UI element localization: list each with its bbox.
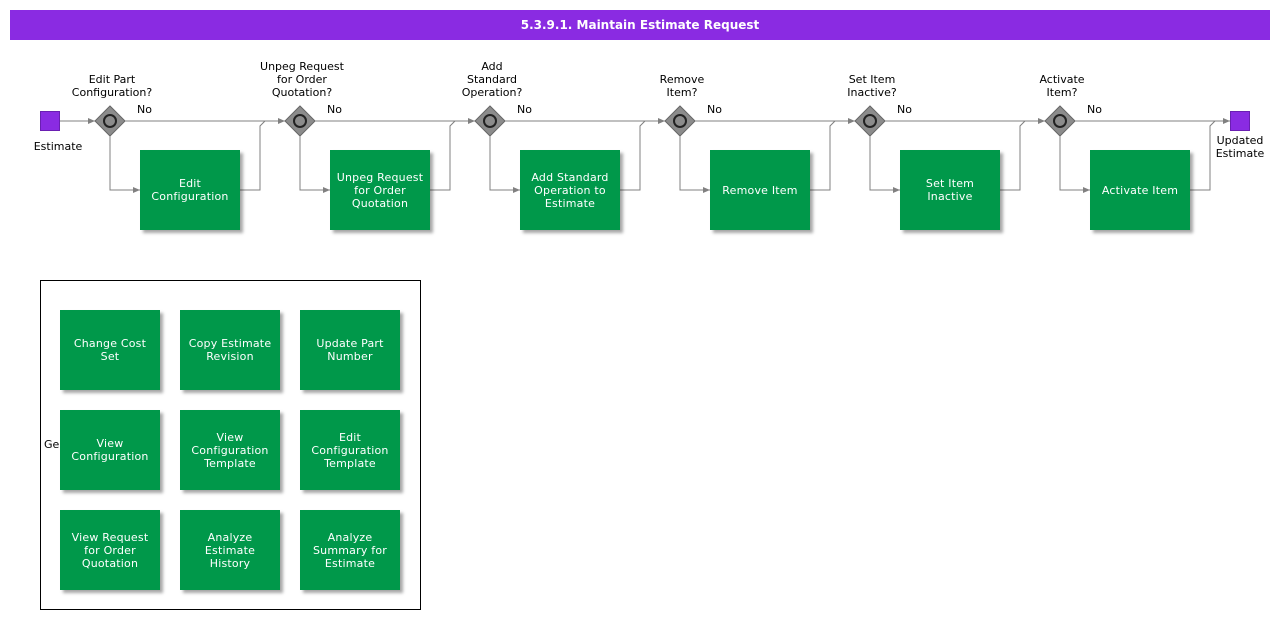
gateway-5 [854, 105, 886, 137]
end-event-label: Updated Estimate [1215, 134, 1265, 160]
general-task-9[interactable]: Analyze Summary for Estimate [300, 510, 400, 590]
gateway-question-3: Add Standard Operation? [461, 60, 523, 99]
start-event-label: Estimate [33, 140, 83, 153]
task-4[interactable]: Remove Item [710, 150, 810, 230]
gateway-circle [483, 114, 497, 128]
gateway-4 [664, 105, 696, 137]
general-task-2[interactable]: Copy Estimate Revision [180, 310, 280, 390]
gateway-circle [103, 114, 117, 128]
gateway-diamond [854, 105, 886, 137]
general-task-7[interactable]: View Request for Order Quotation [60, 510, 160, 590]
gateway-question-6: Activate Item? [1039, 73, 1085, 99]
task-3[interactable]: Add Standard Operation to Estimate [520, 150, 620, 230]
connector-return-1 [240, 120, 266, 191]
gateway-6 [1044, 105, 1076, 137]
gateway-circle [1053, 114, 1067, 128]
connector-yes-3 [489, 136, 520, 193]
task-1[interactable]: Edit Configuration [140, 150, 240, 230]
start-event [40, 111, 60, 131]
gateway-no-label-4: No [707, 103, 722, 116]
general-task-1[interactable]: Change Cost Set [60, 310, 160, 390]
general-task-6[interactable]: Edit Configuration Template [300, 410, 400, 490]
connector-yes-5 [869, 136, 900, 193]
connector-yes-6 [1059, 136, 1090, 193]
general-task-5[interactable]: View Configuration Template [180, 410, 280, 490]
gateway-question-1: Edit Part Configuration? [71, 73, 153, 99]
general-task-4[interactable]: View Configuration [60, 410, 160, 490]
connector-return-2 [430, 120, 456, 191]
general-task-3[interactable]: Update Part Number [300, 310, 400, 390]
gateway-no-label-5: No [897, 103, 912, 116]
gateway-question-2: Unpeg Request for Order Quotation? [260, 60, 344, 99]
gateway-2 [284, 105, 316, 137]
gateway-no-label-1: No [137, 103, 152, 116]
gateway-no-label-6: No [1087, 103, 1102, 116]
gateway-no-label-2: No [327, 103, 342, 116]
gateway-circle [293, 114, 307, 128]
connector-return-5 [1000, 120, 1026, 191]
connector-return-4 [810, 120, 836, 191]
gateway-diamond [1044, 105, 1076, 137]
gateway-circle [863, 114, 877, 128]
gateway-no-label-3: No [517, 103, 532, 116]
gateway-1 [94, 105, 126, 137]
connector-return-6 [1190, 120, 1216, 191]
diagram-title-bar: 5.3.9.1. Maintain Estimate Request [10, 10, 1270, 40]
gateway-diamond [284, 105, 316, 137]
gateway-diamond [474, 105, 506, 137]
task-5[interactable]: Set Item Inactive [900, 150, 1000, 230]
task-2[interactable]: Unpeg Request for Order Quotation [330, 150, 430, 230]
connector-yes-4 [679, 136, 710, 193]
end-event [1230, 111, 1250, 131]
connector-yes-1 [109, 136, 140, 193]
task-6[interactable]: Activate Item [1090, 150, 1190, 230]
general-group-label: General [44, 438, 60, 451]
gateway-diamond [664, 105, 696, 137]
gateway-3 [474, 105, 506, 137]
connector-return-3 [620, 120, 646, 191]
gateway-question-5: Set Item Inactive? [847, 73, 897, 99]
gateway-question-4: Remove Item? [659, 73, 705, 99]
general-task-8[interactable]: Analyze Estimate History [180, 510, 280, 590]
diagram-title: 5.3.9.1. Maintain Estimate Request [520, 18, 760, 32]
gateway-circle [673, 114, 687, 128]
connector-yes-2 [299, 136, 330, 193]
gateway-diamond [94, 105, 126, 137]
